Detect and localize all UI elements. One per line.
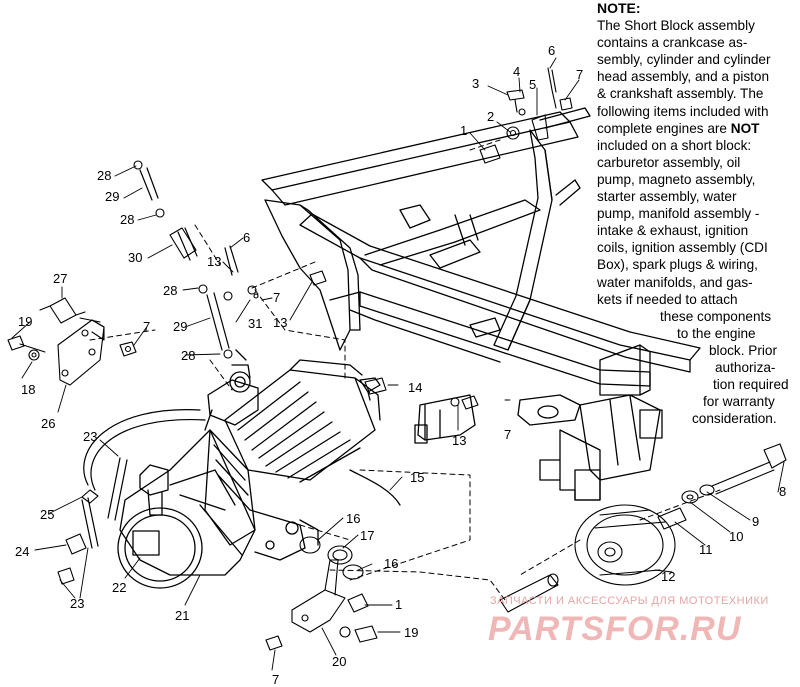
hoses xyxy=(81,167,239,549)
callout-numbers: 1 2 3 4 5 6 7 28 29 28 30 6 13 28 7 13 3… xyxy=(15,43,786,687)
note-line-not: complete engines are NOT xyxy=(597,120,797,137)
callout-29b: 29 xyxy=(173,319,187,334)
callout-7a: 7 xyxy=(576,67,583,82)
callout-13b: 13 xyxy=(273,315,287,330)
note-not-emphasis: NOT xyxy=(730,120,760,136)
callout-1a: 1 xyxy=(460,123,467,138)
engine-assembly xyxy=(117,349,401,589)
callout-6b: 6 xyxy=(243,230,250,245)
callout-28c: 28 xyxy=(163,283,177,298)
callout-14: 14 xyxy=(408,380,422,395)
callout-16a: 16 xyxy=(346,511,360,526)
callout-10: 10 xyxy=(729,529,743,544)
note-heading: NOTE: xyxy=(597,0,641,16)
note-line-indented: block. Prior xyxy=(709,342,777,358)
frame-assembly xyxy=(261,107,701,501)
callout-22: 22 xyxy=(112,580,126,595)
note-line-indented: consideration. xyxy=(692,411,777,427)
callout-13c: 13 xyxy=(452,433,466,448)
note-line: water manifolds, and gas- xyxy=(597,274,753,290)
note-block: NOTE: The Short Block assembly contains … xyxy=(597,0,797,427)
note-line: kets if needed to attach xyxy=(597,291,738,307)
note-line: carburetor assembly, oil xyxy=(597,154,741,170)
callout-19a: 19 xyxy=(18,314,32,329)
callout-16b: 16 xyxy=(384,556,398,571)
callout-19b: 19 xyxy=(404,625,418,640)
note-line-not-pre: complete engines are xyxy=(597,120,731,136)
callout-6a: 6 xyxy=(548,43,555,58)
callout-5: 5 xyxy=(529,77,536,92)
callout-8: 8 xyxy=(779,484,786,499)
callout-27: 27 xyxy=(53,271,67,286)
note-line: The Short Block assembly xyxy=(597,18,755,34)
callout-11: 11 xyxy=(699,542,713,557)
note-line: starter assembly, water xyxy=(597,189,737,205)
callout-13a: 13 xyxy=(207,254,221,269)
callout-28a: 28 xyxy=(97,168,111,183)
callout-23b: 23 xyxy=(70,596,84,611)
note-line: sembly, cylinder and cylinder xyxy=(597,52,771,68)
callout-leaders xyxy=(11,57,785,671)
callout-25: 25 xyxy=(40,507,54,522)
callout-24: 24 xyxy=(15,544,29,559)
watermark-brand: PARTSFOR.RU xyxy=(488,610,742,648)
callout-7c: 7 xyxy=(143,319,150,334)
watermark-subtitle: ЗАПЧАСТИ И АКСЕССУАРЫ ДЛЯ МОТОТЕХНИКИ xyxy=(490,595,769,607)
note-line: Box), spark plugs & wiring, xyxy=(597,257,758,273)
callout-2: 2 xyxy=(487,109,494,124)
note-line: pump, manifold assembly - xyxy=(597,206,760,222)
note-line: head assembly, and a piston xyxy=(597,69,770,85)
note-line-indented: authoriza- xyxy=(715,359,776,375)
watermark: ЗАПЧАСТИ И АКСЕССУАРЫ ДЛЯ МОТОТЕХНИКИ PA… xyxy=(488,595,769,648)
note-line: intake & exhaust, ignition xyxy=(597,223,749,239)
callout-9: 9 xyxy=(752,514,759,529)
note-line-indented: for warranty xyxy=(703,394,775,410)
callout-18: 18 xyxy=(21,382,35,397)
note-line-indented: these components xyxy=(660,308,772,324)
callout-4: 4 xyxy=(513,64,520,79)
callout-23a: 23 xyxy=(83,429,97,444)
callout-15: 15 xyxy=(410,470,424,485)
callout-7d: 7 xyxy=(504,427,511,442)
hardware xyxy=(7,67,787,651)
note-line: pump, magneto assembly, xyxy=(597,171,756,187)
note-line: coils, ignition assembly (CDI xyxy=(597,240,768,256)
note-line-indented: to the engine xyxy=(677,325,756,341)
callout-30: 30 xyxy=(128,250,142,265)
callout-1b: 1 xyxy=(395,597,402,612)
callout-20: 20 xyxy=(332,654,346,669)
note-line: & crankshaft assembly. The xyxy=(597,86,764,102)
callout-12: 12 xyxy=(661,569,675,584)
note-line: following items included with xyxy=(597,103,769,119)
callout-17: 17 xyxy=(360,528,374,543)
assembly-leader-lines xyxy=(89,139,721,601)
callout-31: 31 xyxy=(248,316,262,331)
callout-3: 3 xyxy=(472,76,479,91)
callout-29a: 29 xyxy=(105,189,119,204)
callout-28d: 28 xyxy=(181,348,195,363)
note-line: contains a crankcase as- xyxy=(597,35,748,51)
callout-7b: 7 xyxy=(273,290,280,305)
callout-26: 26 xyxy=(41,416,55,431)
note-line-indented: tion required xyxy=(713,377,789,393)
callout-28b: 28 xyxy=(120,212,134,227)
callout-7e: 7 xyxy=(272,672,279,687)
callout-21: 21 xyxy=(175,608,189,623)
note-line: included on a short block: xyxy=(597,137,752,153)
